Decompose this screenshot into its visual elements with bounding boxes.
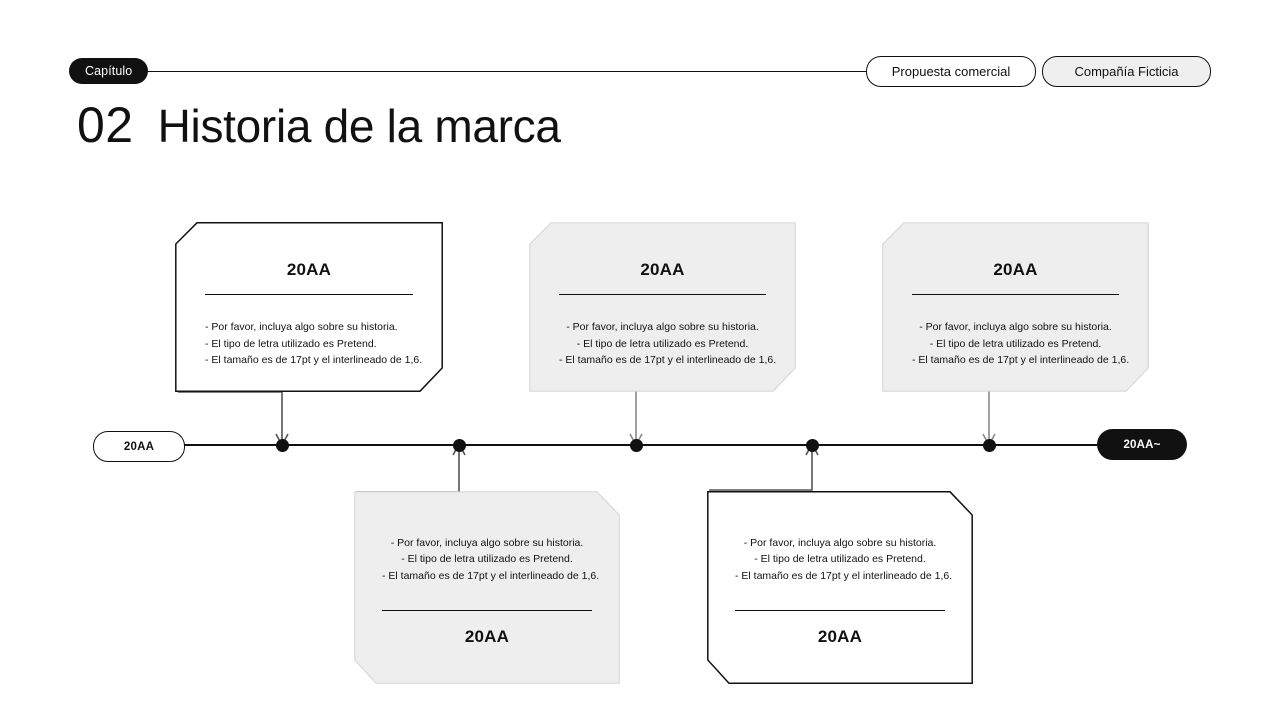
card-5-line-3: - El tamaño es de 17pt y el interlineado… (735, 569, 953, 582)
timeline-marker-5[interactable] (983, 438, 996, 452)
timeline-start-label: 20AA (123, 440, 155, 453)
card-2-line-3: - El tamaño es de 17pt y el interlineado… (559, 353, 777, 366)
timeline-end-pill[interactable]: 20AA~ (1097, 429, 1187, 460)
card-1-line-1: - Por favor, incluya algo sobre su histo… (205, 321, 398, 334)
card-5-line-2: - El tipo de letra utilizado es Pretend. (754, 553, 926, 566)
badge-proposal[interactable]: Propuesta comercial (866, 56, 1036, 87)
page-title-text: Historia de la marca (157, 100, 561, 152)
card-3-line-1: - Por favor, incluya algo sobre su histo… (919, 321, 1112, 334)
card-3-shape (882, 222, 1149, 392)
card-2-line-2: - El tipo de letra utilizado es Pretend. (576, 337, 749, 350)
timeline-marker-3[interactable] (630, 438, 643, 452)
card-4-line-3: - El tamaño es de 17pt y el interlineado… (382, 569, 600, 582)
timeline-start-pill[interactable]: 20AA (93, 431, 185, 462)
page-title: 02 Historia de la marca (77, 100, 561, 150)
chapter-badge-label: Capítulo (85, 64, 133, 78)
timeline-end-label: 20AA~ (1123, 438, 1161, 451)
timeline-card-2[interactable]: 20AA - Por favor, incluya algo sobre su … (529, 222, 796, 392)
card-4-body: - Por favor, incluya algo sobre su histo… (382, 535, 600, 584)
connector-card-5 (709, 444, 819, 491)
card-1-line-2: - El tipo de letra utilizado es Pretend. (205, 337, 377, 350)
card-3-body: - Por favor, incluya algo sobre su histo… (912, 319, 1130, 368)
badge-company[interactable]: Compañía Ficticia (1042, 56, 1211, 87)
card-4-line-1: - Por favor, incluya algo sobre su histo… (390, 537, 584, 549)
timeline-axis (178, 444, 1128, 446)
badge-company-label: Compañía Ficticia (1074, 64, 1179, 79)
timeline-card-1[interactable]: 20AA - Por favor, incluya algo sobre su … (175, 222, 443, 392)
card-5-year: 20AA (817, 627, 863, 647)
card-2-divider (559, 294, 766, 296)
card-5-divider (735, 609, 945, 612)
card-4-line-2: - El tipo de letra utilizado es Pretend. (401, 553, 573, 566)
card-1-year: 20AA (286, 260, 332, 279)
card-1-line-3: - El tamaño es de 17pt y el interlineado… (205, 353, 423, 366)
card-4-divider (382, 609, 592, 612)
card-5-shape (707, 491, 973, 684)
header-divider-line (130, 70, 870, 72)
card-1-shape (175, 222, 443, 392)
page-title-number: 02 (77, 97, 134, 153)
card-1-body: - Por favor, incluya algo sobre su histo… (205, 319, 423, 368)
badge-proposal-label: Propuesta comercial (891, 64, 1011, 79)
card-1-divider (205, 294, 413, 296)
timeline-marker-2[interactable] (453, 438, 466, 452)
card-3-year: 20AA (993, 260, 1038, 279)
card-2-shape (529, 222, 796, 392)
timeline-card-4[interactable]: - Por favor, incluya algo sobre su histo… (354, 491, 620, 684)
card-4-shape (354, 491, 620, 684)
card-3-line-3: - El tamaño es de 17pt y el interlineado… (912, 353, 1130, 366)
timeline-marker-1[interactable] (276, 438, 289, 452)
card-3-divider (912, 294, 1119, 296)
timeline-card-5[interactable]: - Por favor, incluya algo sobre su histo… (707, 491, 973, 684)
timeline-card-3[interactable]: 20AA - Por favor, incluya algo sobre su … (882, 222, 1149, 392)
card-4-year: 20AA (464, 627, 510, 647)
card-2-year: 20AA (640, 260, 685, 279)
chapter-badge: Capítulo (69, 58, 149, 84)
card-5-body: - Por favor, incluya algo sobre su histo… (735, 535, 953, 584)
card-2-body: - Por favor, incluya algo sobre su histo… (559, 319, 777, 368)
card-2-line-1: - Por favor, incluya algo sobre su histo… (566, 321, 759, 334)
timeline-marker-4[interactable] (806, 438, 819, 452)
card-3-line-2: - El tipo de letra utilizado es Pretend. (929, 337, 1102, 350)
card-5-line-1: - Por favor, incluya algo sobre su histo… (743, 537, 937, 549)
